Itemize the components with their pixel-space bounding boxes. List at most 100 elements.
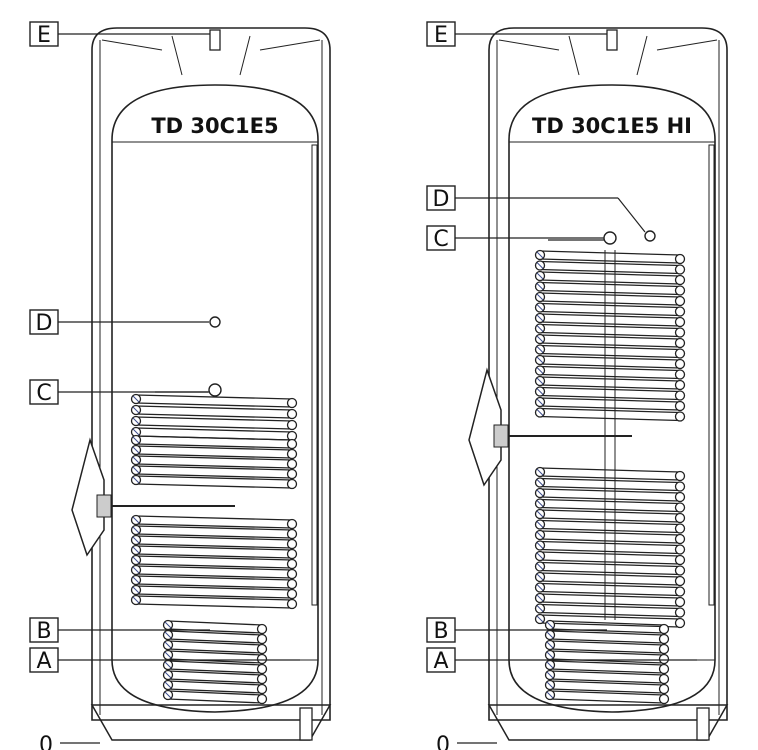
coil-tube [549, 688, 665, 694]
coil-tube [135, 405, 293, 411]
coil-hatch [546, 631, 554, 639]
coil-tube [135, 463, 293, 469]
coil-tube [135, 533, 293, 539]
coil-end [674, 491, 686, 503]
top-outlet [606, 29, 618, 51]
coil-hatch [546, 621, 554, 629]
coil-hatch [536, 573, 544, 581]
coil-end [658, 623, 670, 635]
coil-hatch [132, 436, 140, 444]
coil-hatch [536, 563, 544, 570]
coil-end [658, 633, 670, 645]
foot-adjuster [299, 707, 313, 741]
coil-end [286, 528, 298, 540]
callout-label-C: C [433, 227, 448, 252]
coil-tube [167, 638, 263, 644]
coil-hatch [546, 641, 554, 649]
coil-tube [549, 698, 665, 704]
coil-end [286, 468, 298, 480]
coil-end [674, 481, 686, 492]
coil-tube [135, 595, 293, 601]
coil-tube [167, 698, 263, 704]
coil-tube [135, 402, 293, 408]
coil-tube [539, 467, 681, 473]
coil-tube [549, 678, 665, 684]
coil-hatch [536, 251, 544, 259]
coil-tube [539, 292, 681, 298]
callout-label-E: E [37, 23, 51, 48]
coil-hatch [536, 388, 544, 395]
coil-tube [539, 323, 681, 330]
coil-hatch [536, 325, 544, 332]
coil-end [286, 518, 298, 530]
coil-tube [539, 603, 681, 610]
coil-end [674, 390, 686, 401]
coil-hatch [536, 262, 544, 269]
insulation-strip [708, 144, 715, 606]
coil-hatch [536, 468, 544, 476]
coil-tube [539, 250, 681, 256]
coil-hatch [536, 489, 544, 497]
coil-tube [135, 424, 293, 430]
foot-adjuster [696, 707, 710, 741]
model-name: TD 30C1E5 HI [532, 114, 692, 138]
coil-tube [135, 416, 293, 422]
coil-end [286, 568, 298, 580]
coil-end [658, 653, 670, 665]
coil-tube [135, 453, 293, 459]
coil-hatch [536, 398, 544, 406]
coil-tube [135, 465, 293, 471]
coil-hatch [132, 456, 140, 464]
coil-hatch [164, 691, 172, 699]
coil-hatch [536, 552, 544, 560]
coil-end [674, 565, 686, 576]
coil-hatch [546, 691, 554, 699]
callout-line-D [617, 197, 646, 233]
coil-hatch [546, 651, 554, 659]
outer-casing [488, 27, 728, 721]
coil-end [674, 502, 686, 513]
coil-tube [167, 620, 263, 626]
coil-end [674, 358, 686, 370]
coil-tube [549, 650, 665, 656]
coil-hatch [536, 531, 544, 539]
coil-tube [539, 527, 681, 534]
connection-d [644, 230, 656, 242]
coil-hatch [132, 428, 140, 436]
coil-tube [135, 435, 293, 441]
coil-tube [167, 650, 263, 656]
coil-tube [549, 620, 665, 626]
coil-tube [135, 575, 293, 581]
coil-hatch [536, 542, 544, 549]
coil-tube [539, 373, 681, 380]
coil-end [674, 285, 686, 296]
coil-tube [549, 690, 665, 696]
coil-tube [539, 313, 681, 319]
coil-end [674, 544, 686, 555]
coil-tube [135, 585, 293, 591]
coil-end [256, 673, 268, 685]
coil-tube [135, 565, 293, 571]
coil-tube [135, 515, 293, 521]
coil-end [674, 554, 686, 566]
coil-end [674, 379, 686, 391]
coil-end [286, 598, 298, 610]
coil-hatch [164, 631, 172, 639]
coil-hatch [536, 521, 544, 528]
coil-end [256, 663, 268, 675]
coil-end [286, 588, 298, 600]
coil-hatch [546, 671, 554, 679]
coil-end [674, 316, 686, 328]
coil-tube [135, 573, 293, 579]
coil-tube [167, 670, 263, 676]
coil-tube [135, 475, 293, 481]
coil-end [674, 295, 686, 307]
coil-end [674, 400, 686, 412]
coil-end [256, 623, 268, 635]
coil-tube [539, 415, 681, 422]
connection-d [209, 316, 221, 328]
coil-tube [539, 517, 681, 523]
coil-end [256, 653, 268, 665]
coil-tube [539, 488, 681, 494]
